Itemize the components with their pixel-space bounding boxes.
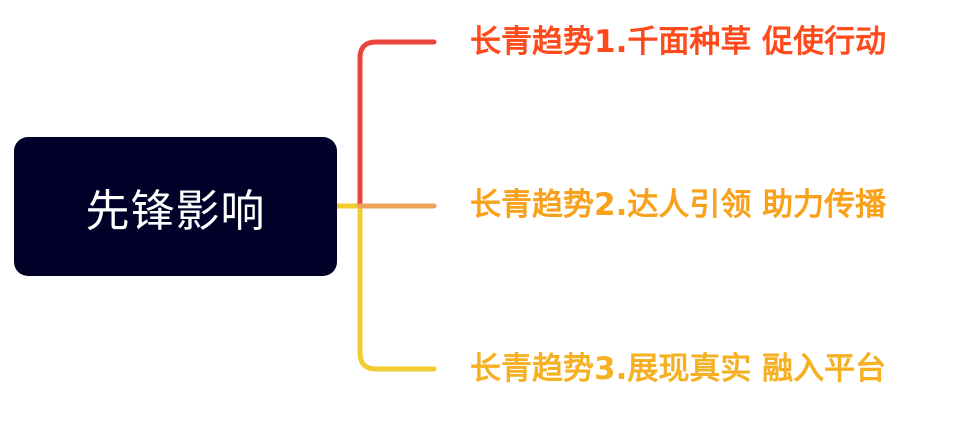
branch-1-label[interactable]: 长青趋势1.千面种草 促使行动 [470,24,887,60]
connector-branch-3 [357,203,437,372]
root-node[interactable]: 先锋影响 [14,137,337,276]
root-node-label: 先锋影响 [85,185,266,237]
branch-2-label[interactable]: 长青趋势2.达人引领 助力传播 [470,187,887,223]
connector-branch-1 [357,39,437,209]
branch-3-label[interactable]: 长青趋势3.展现真实 融入平台 [470,351,887,387]
